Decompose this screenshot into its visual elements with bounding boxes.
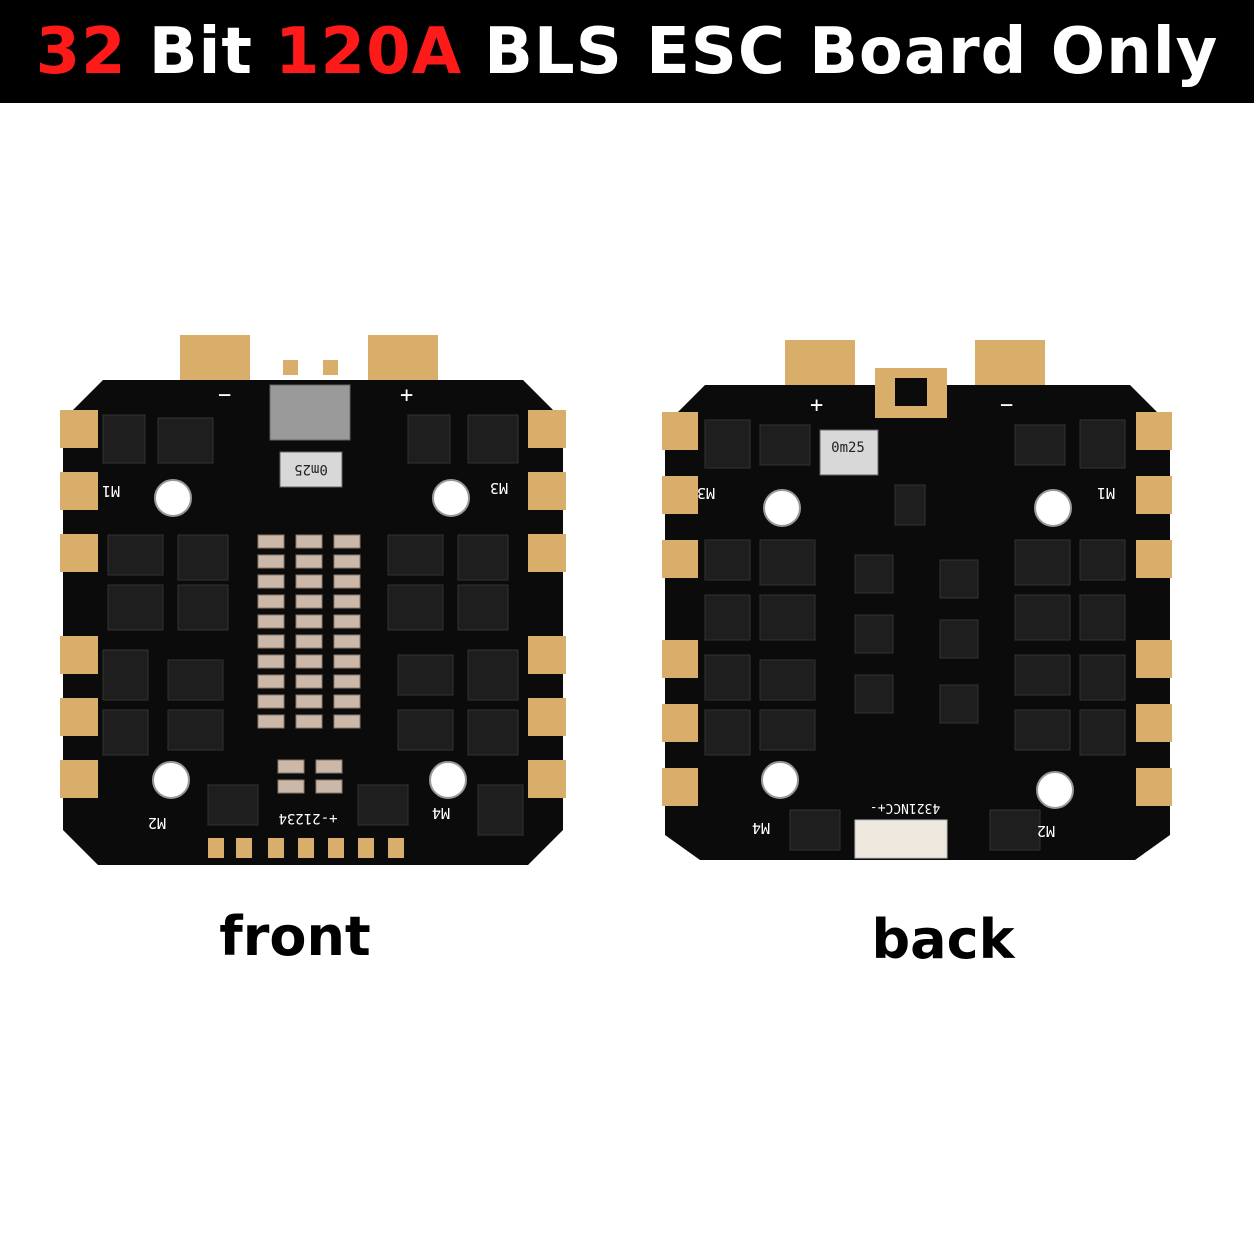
back-m3-label: M3 [697, 484, 715, 502]
front-shunt-label: 0m25 [294, 461, 328, 477]
back-pin-label: 4321NCC+- [870, 800, 940, 815]
front-plus-label: + [400, 383, 413, 408]
esc-board-back-image: 0m25 + − M3 M4 M1 M2 4321NCC+- [662, 340, 1172, 860]
title-current-rating: 120A [275, 14, 463, 89]
front-minus-label: − [218, 383, 231, 408]
title-bits-value: 32 [35, 14, 127, 89]
front-m1-label: M1 [102, 482, 120, 500]
back-minus-label: − [1000, 393, 1013, 418]
front-m3-label: M3 [490, 479, 508, 497]
front-pin-label: +-21234 [278, 810, 337, 826]
back-m1-label: M1 [1097, 484, 1115, 502]
back-m4-label: M4 [752, 819, 770, 837]
front-m2-label: M2 [148, 814, 166, 832]
back-shunt-label: 0m25 [831, 440, 865, 456]
front-m4-label: M4 [432, 804, 450, 822]
esc-board-front-image: 0m25 − + M1 M2 M3 M4 +-21234 [60, 335, 566, 865]
back-plus-label: + [810, 393, 823, 418]
title-banner: 32 Bit 120A BLS ESC Board Only [0, 0, 1254, 103]
front-caption: front [219, 905, 371, 968]
back-m2-label: M2 [1037, 822, 1055, 840]
back-caption: back [871, 908, 1015, 971]
title-bit-word: Bit [148, 14, 254, 89]
title-product-name: BLS ESC Board Only [484, 14, 1219, 89]
